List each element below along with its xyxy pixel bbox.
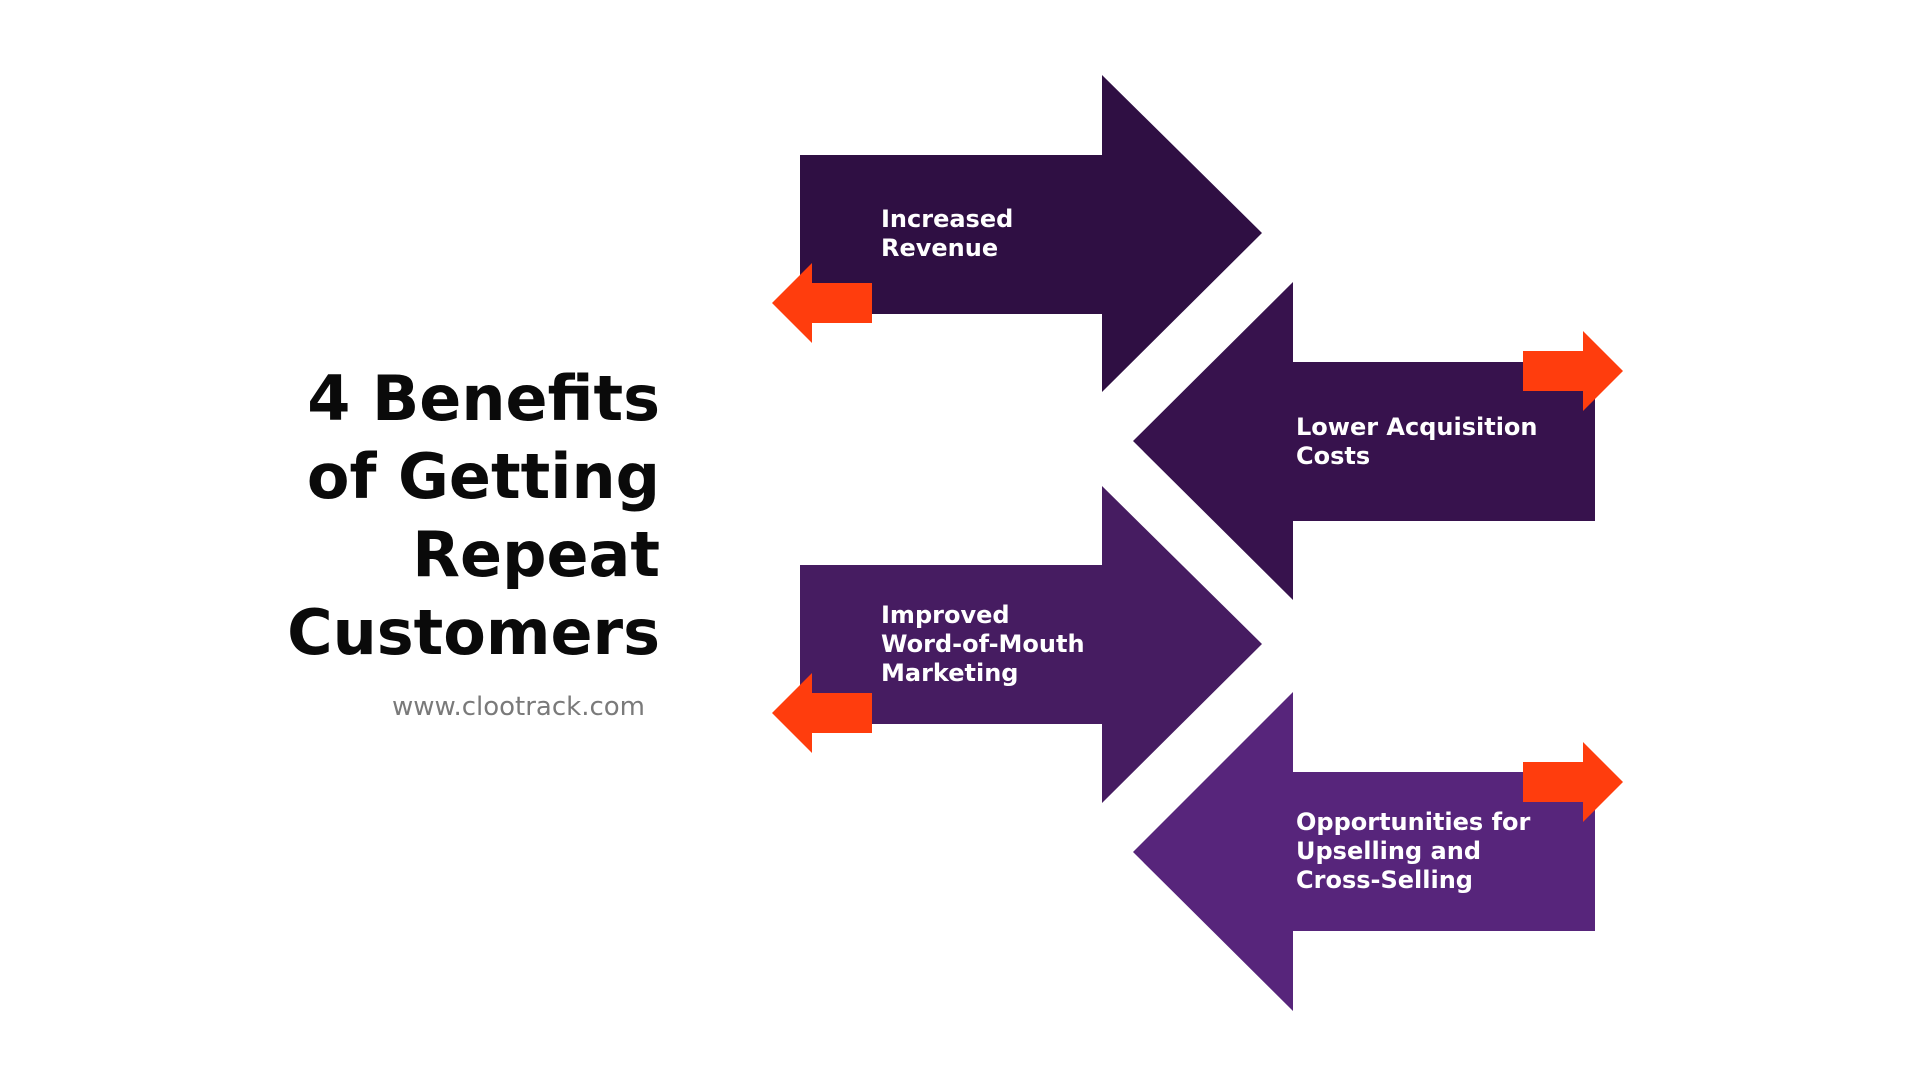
benefit-label-word-of-mouth-marketing: Improved Word-of-Mouth Marketing [881,601,1093,687]
big-arrow-right-shape [800,75,1262,392]
benefit-arrow-increased-revenue: Increased Revenue [772,75,1262,392]
big-arrow-right-shape [800,486,1262,803]
title-line-1: 4 Benefits [307,362,660,435]
website-url: www.clootrack.com [392,692,645,722]
benefit-arrow-upselling-cross-selling: Opportunities for Upselling and Cross-Se… [1133,692,1623,1011]
page-title: 4 Benefits of Getting Repeat Customers [280,360,660,672]
big-arrow-left-shape [1133,692,1595,1011]
benefit-label-upselling-cross-selling: Opportunities for Upselling and Cross-Se… [1296,808,1539,894]
title-line-4: Customers [287,596,660,669]
accent-arrow-left-icon [772,263,872,343]
big-arrow-left-shape [1133,282,1595,600]
benefit-label-increased-revenue: Increased Revenue [881,205,1022,262]
accent-arrow-left-icon [772,673,872,753]
title-line-3: Repeat [412,518,660,591]
accent-arrow-right-icon [1523,331,1623,411]
benefit-arrow-lower-acquisition-costs: Lower Acquisition Costs [1133,282,1623,600]
benefit-label-lower-acquisition-costs: Lower Acquisition Costs [1296,413,1546,470]
benefit-arrow-word-of-mouth-marketing: Improved Word-of-Mouth Marketing [772,486,1262,803]
accent-arrow-right-icon [1523,742,1623,822]
title-line-2: of Getting [306,440,660,513]
